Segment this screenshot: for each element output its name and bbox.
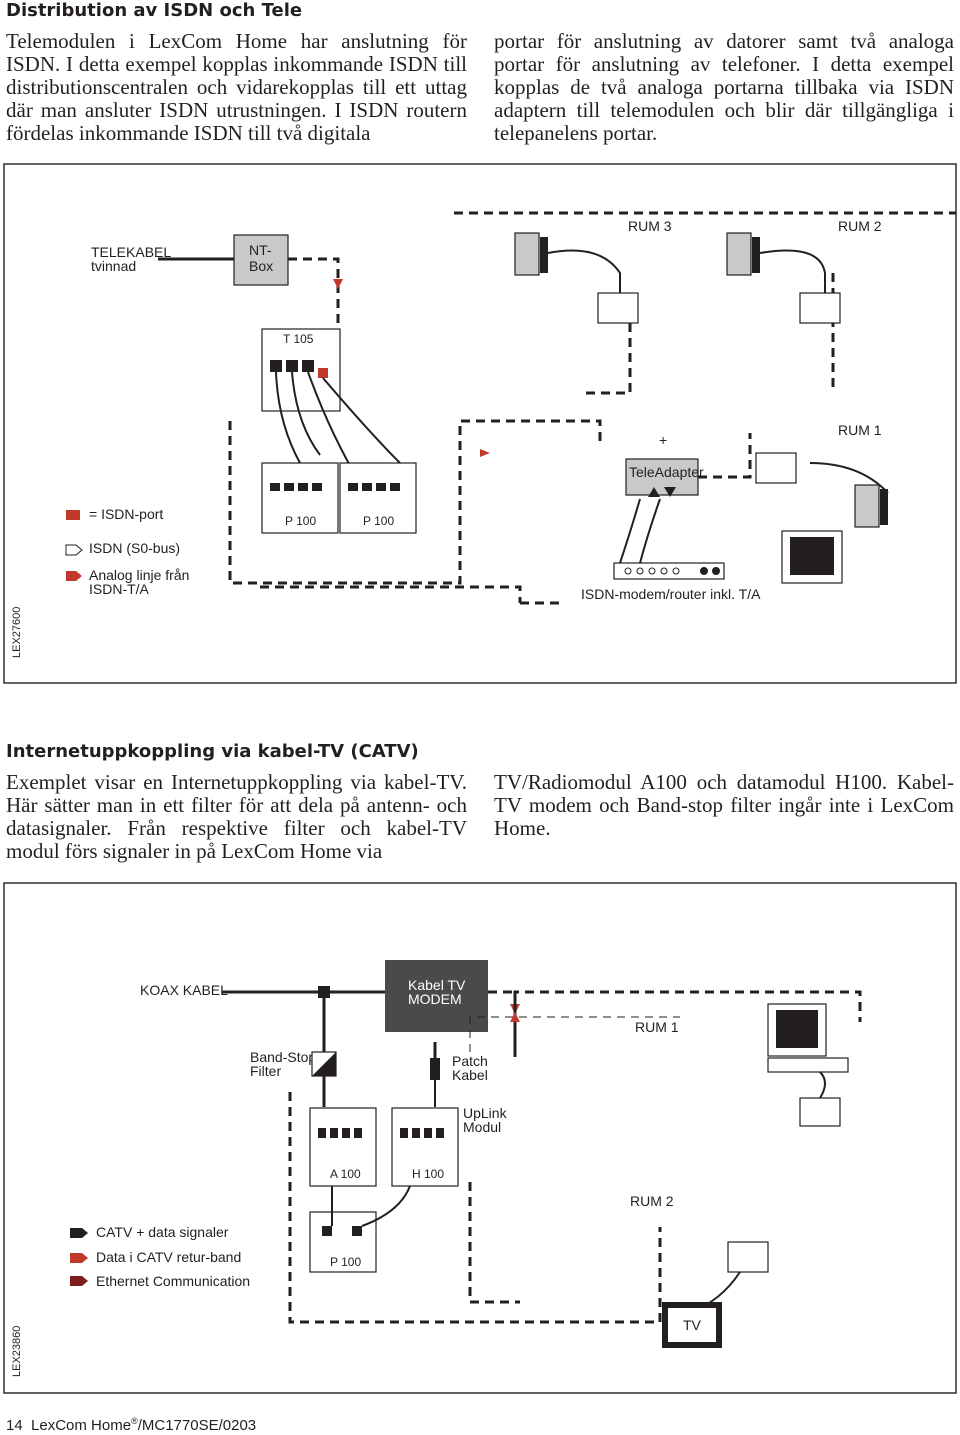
- ethernet-legend-icon: [70, 1276, 88, 1286]
- h100-module: [391, 1107, 459, 1187]
- section1-column1-text: Telemodulen i LexCom Home har anslutning…: [6, 29, 467, 145]
- telephone-icon-rum3: [514, 232, 548, 276]
- catv-legend-icon: [70, 1228, 88, 1238]
- koax-label: KOAX KABEL: [140, 982, 228, 998]
- bandstop-label-line1: Band-Stop: [250, 1049, 316, 1065]
- computer-icon: [781, 530, 843, 584]
- catv-internet-diagram: KOAX KABEL Kabel TV MODEM Band-Stop Filt…: [3, 882, 957, 1394]
- wall-socket-rum2: [727, 1241, 769, 1273]
- registered-mark: ®: [131, 1416, 138, 1426]
- page-number: 14: [6, 1417, 23, 1434]
- isdn-modem-router: [613, 562, 725, 580]
- teleadapter-box: [625, 458, 699, 496]
- legend-ethernet: Ethernet Communication: [96, 1273, 250, 1289]
- legend-isdn-bus: ISDN (S0-bus): [89, 540, 180, 556]
- plus-sign: +: [659, 432, 667, 448]
- section1-title: Distribution av ISDN och Tele: [6, 0, 303, 21]
- rum1-label: RUM 1: [635, 1019, 679, 1035]
- footer-brand: LexCom Home: [31, 1417, 132, 1434]
- h100-label: H 100: [412, 1167, 444, 1181]
- a100-label: A 100: [330, 1167, 361, 1181]
- p100-module: [309, 1211, 377, 1273]
- modem-label-line2: MODEM: [408, 991, 462, 1007]
- rum1-label: RUM 1: [838, 422, 882, 438]
- wall-socket-rum1: [755, 452, 797, 484]
- telephone-icon-rum2: [726, 232, 760, 276]
- wall-socket-rum3: [597, 292, 639, 324]
- telekabel-label-line2: tvinnad: [91, 258, 136, 274]
- section2-title: Internetuppkoppling via kabel-TV (CATV): [6, 741, 419, 762]
- section1-column2-text: portar för anslutning av datorer samt tv…: [494, 29, 954, 145]
- p100-label: P 100: [330, 1255, 361, 1269]
- modem-label: ISDN-modem/router inkl. T/A: [581, 586, 761, 602]
- a100-module: [309, 1107, 377, 1187]
- patch-label-line1: Patch: [452, 1053, 488, 1069]
- telekabel-label-line1: TELEKABEL: [91, 244, 171, 260]
- ntbox-label-line2: Box: [249, 258, 273, 274]
- analog-line-legend-icon: [66, 571, 82, 581]
- section2-column1-text: Exemplet visar en Internetuppkoppling vi…: [6, 770, 467, 863]
- bandstop-label-line2: Filter: [250, 1063, 281, 1079]
- legend-data: Data i CATV retur-band: [96, 1249, 241, 1265]
- legend-catv: CATV + data signaler: [96, 1224, 229, 1240]
- page-footer: 14 LexCom Home®/MC1770SE/0203: [6, 1412, 256, 1435]
- rum3-label: RUM 3: [628, 218, 672, 234]
- section2-column2-text: TV/Radiomodul A100 och datamodul H100. K…: [494, 770, 954, 840]
- ntbox-label-line1: NT-: [249, 242, 272, 258]
- footer-doc-number: /MC1770SE/0203: [137, 1417, 257, 1434]
- p100-label-b: P 100: [363, 514, 394, 528]
- patch-label-line2: Kabel: [452, 1067, 488, 1083]
- wall-socket-rum2: [799, 292, 841, 324]
- isdn-port-legend-icon: [66, 510, 80, 520]
- uplink-label-line1: UpLink: [463, 1105, 508, 1121]
- wall-socket-rum1: [799, 1097, 841, 1127]
- rum2-label: RUM 2: [630, 1193, 674, 1209]
- teleadapter-label: TeleAdapter: [629, 464, 704, 480]
- legend-analog-line2: ISDN-T/A: [89, 581, 150, 597]
- legend-isdn-port: = ISDN-port: [89, 506, 163, 522]
- p100-module-a: [261, 462, 339, 534]
- p100-label-a: P 100: [285, 514, 316, 528]
- p100-module-b: [339, 462, 417, 534]
- computer-icon: [767, 1003, 849, 1073]
- t105-label: T 105: [283, 332, 314, 346]
- tv-label: TV: [683, 1317, 702, 1333]
- diagram-code: LEX23860: [11, 1326, 23, 1377]
- diagram-code: LEX27600: [11, 607, 23, 658]
- bandstop-filter-icon: [311, 1051, 337, 1077]
- modem-label-line1: Kabel TV: [408, 977, 466, 993]
- data-return-legend-icon: [70, 1253, 88, 1263]
- rum2-label: RUM 2: [838, 218, 882, 234]
- telephone-icon-rum1: [854, 484, 888, 528]
- isdn-bus-legend-icon: [65, 544, 83, 556]
- legend-analog-line1: Analog linje från: [89, 567, 189, 583]
- isdn-distribution-diagram: TELEKABEL tvinnad NT- Box T 105 P 100 P …: [3, 163, 957, 684]
- uplink-label-line2: Modul: [463, 1119, 501, 1135]
